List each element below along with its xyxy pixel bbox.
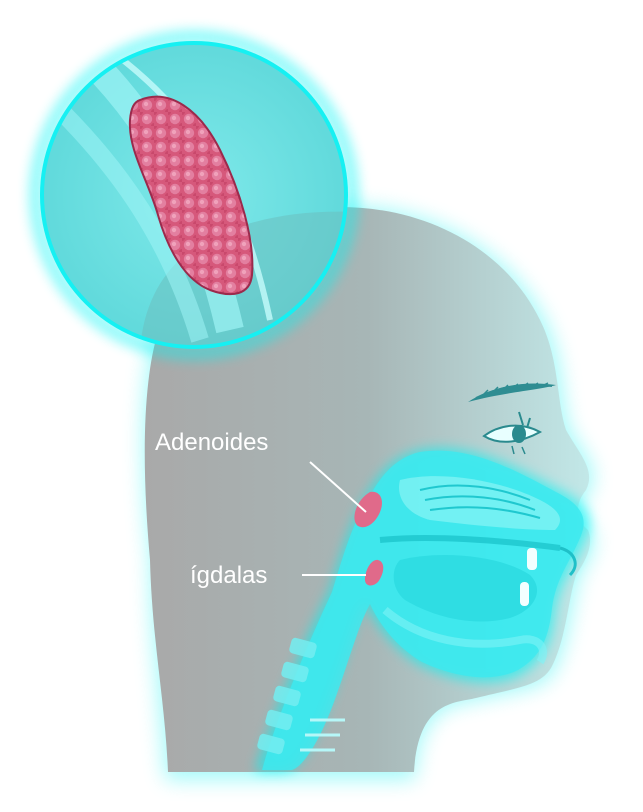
eyebrow-icon (468, 382, 556, 402)
magnified-adenoid-tissue (128, 95, 254, 296)
adenoids-leader-line (309, 461, 367, 513)
adenoids-tissue (354, 491, 382, 528)
adenoids-label: Adenoides (155, 429, 268, 456)
magnifier-ring (40, 41, 348, 349)
eye-icon (482, 411, 543, 455)
airway-structure (257, 450, 584, 770)
magnifier-glow (29, 30, 359, 360)
tonsils-tissue (364, 559, 384, 586)
tonsils-label: ígdalas (190, 562, 267, 589)
